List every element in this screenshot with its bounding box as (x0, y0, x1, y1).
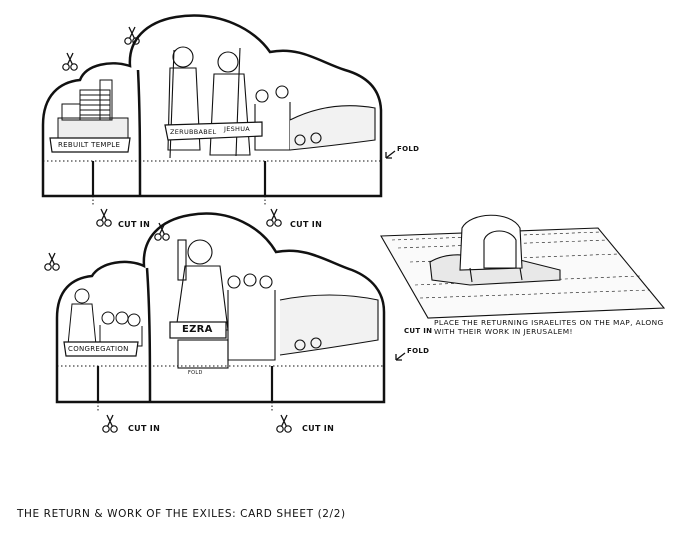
scissors-icon (62, 52, 78, 71)
scissors-icon (96, 208, 112, 227)
fold-label: FOLD (407, 347, 430, 355)
fold-label: FOLD (397, 145, 420, 153)
fold-arrow-icon (395, 352, 406, 361)
ezra-illustration (175, 239, 379, 369)
scissors-icon (266, 208, 282, 227)
small-caption: FOLD (188, 370, 203, 376)
scissors-icon (102, 414, 118, 433)
congregation-banner: CONGREGATION (68, 345, 129, 353)
sheet-title: THE RETURN & WORK OF THE EXILES: CARD SH… (17, 508, 346, 520)
side-cut-label: CUT IN (404, 327, 433, 335)
map-illustration (380, 214, 666, 319)
card-2 (44, 212, 406, 433)
ezra-banner: EZRA (182, 324, 213, 335)
fold-arrow-icon (385, 150, 396, 159)
card-1 (41, 14, 396, 227)
cut-in-label: CUT IN (290, 220, 323, 229)
cut-in-label: CUT IN (302, 424, 335, 433)
cut-in-label: CUT IN (128, 424, 161, 433)
zerubbabel-banner: ZERUBBABEL (170, 128, 217, 136)
scissors-icon (44, 252, 60, 271)
card-2-outline (55, 212, 386, 404)
cut-in-label: CUT IN (118, 220, 151, 229)
rebuilt-temple-banner: REBUILT TEMPLE (58, 141, 121, 149)
scissors-icon (276, 414, 292, 433)
map-instruction: PLACE THE RETURNING ISRAELITES ON THE MA… (434, 318, 664, 336)
jeshua-banner: JESHUA (224, 125, 251, 133)
